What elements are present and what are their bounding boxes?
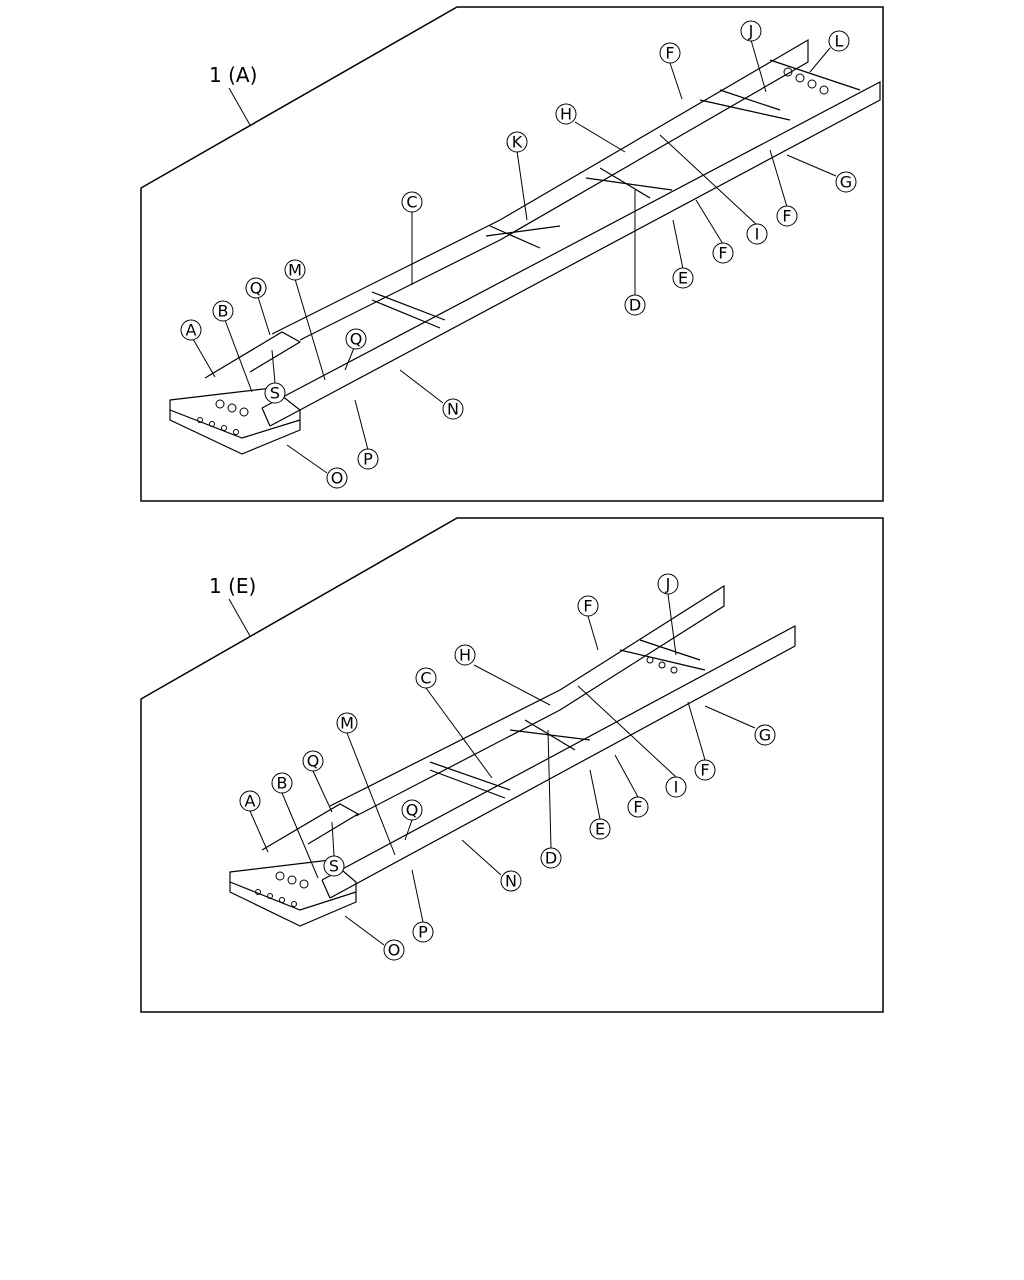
panel-1: 1 (A) — [140, 6, 884, 502]
callouts-2 — [239, 573, 776, 961]
callout-label: S — [329, 857, 339, 876]
callout-label: H — [560, 105, 572, 124]
callout-label: M — [288, 261, 302, 280]
callout-label: O — [331, 469, 344, 488]
callout-label: J — [748, 22, 754, 41]
panel-1-frame — [140, 6, 884, 502]
callout-label: B — [218, 302, 229, 321]
callout-labels-1: F J L H K C I G F F E D M Q B A Q S N O … — [186, 22, 853, 488]
panel-2: 1 (E) — [140, 517, 884, 1013]
callout-label: P — [363, 450, 373, 469]
callout-label: B — [277, 774, 288, 793]
callout-label: G — [840, 173, 852, 192]
panel-1-title: 1 (A) — [209, 63, 257, 87]
callout-label: O — [388, 941, 401, 960]
callout-label: L — [835, 32, 844, 51]
callout-label: C — [420, 669, 431, 688]
panel-2-frame — [140, 517, 884, 1013]
callout-label: N — [447, 400, 459, 419]
callout-label: Q — [350, 330, 363, 349]
panel-2-title: 1 (E) — [209, 574, 256, 598]
callout-label: C — [406, 193, 417, 212]
leaders-1 — [192, 39, 837, 474]
callout-label: D — [629, 296, 641, 315]
callout-label: Q — [307, 752, 320, 771]
callout-label: I — [674, 778, 679, 797]
callout-label: A — [245, 792, 256, 811]
callout-label: E — [595, 820, 605, 839]
callout-label: F — [583, 597, 592, 616]
callout-label: Q — [250, 279, 263, 298]
frame-drawing-1 — [169, 38, 881, 455]
callout-label: F — [782, 207, 791, 226]
callout-label: M — [340, 714, 354, 733]
panel-1-title-leader — [228, 87, 251, 126]
callout-label: G — [759, 726, 771, 745]
panel-2-title-leader — [228, 598, 251, 637]
callout-label: F — [665, 44, 674, 63]
callout-label: S — [270, 384, 280, 403]
bumper-holes-2 — [255, 656, 678, 907]
leaders-2 — [249, 593, 756, 946]
callout-label: J — [665, 575, 671, 594]
callout-labels-2: J F H C M Q B A Q S I G F F E D N O P — [245, 575, 772, 960]
callout-label: E — [678, 269, 688, 288]
callout-label: F — [700, 761, 709, 780]
callout-label: F — [718, 244, 727, 263]
callout-label: H — [459, 646, 471, 665]
callout-label: F — [633, 798, 642, 817]
bumper-holes-1 — [197, 67, 829, 435]
callout-label: K — [512, 133, 523, 152]
callout-label: D — [545, 849, 557, 868]
callout-label: Q — [406, 801, 419, 820]
callout-label: A — [186, 321, 197, 340]
callout-label: N — [505, 872, 517, 891]
callout-label: P — [418, 923, 428, 942]
callout-label: I — [755, 225, 760, 244]
callouts-1 — [180, 20, 857, 489]
